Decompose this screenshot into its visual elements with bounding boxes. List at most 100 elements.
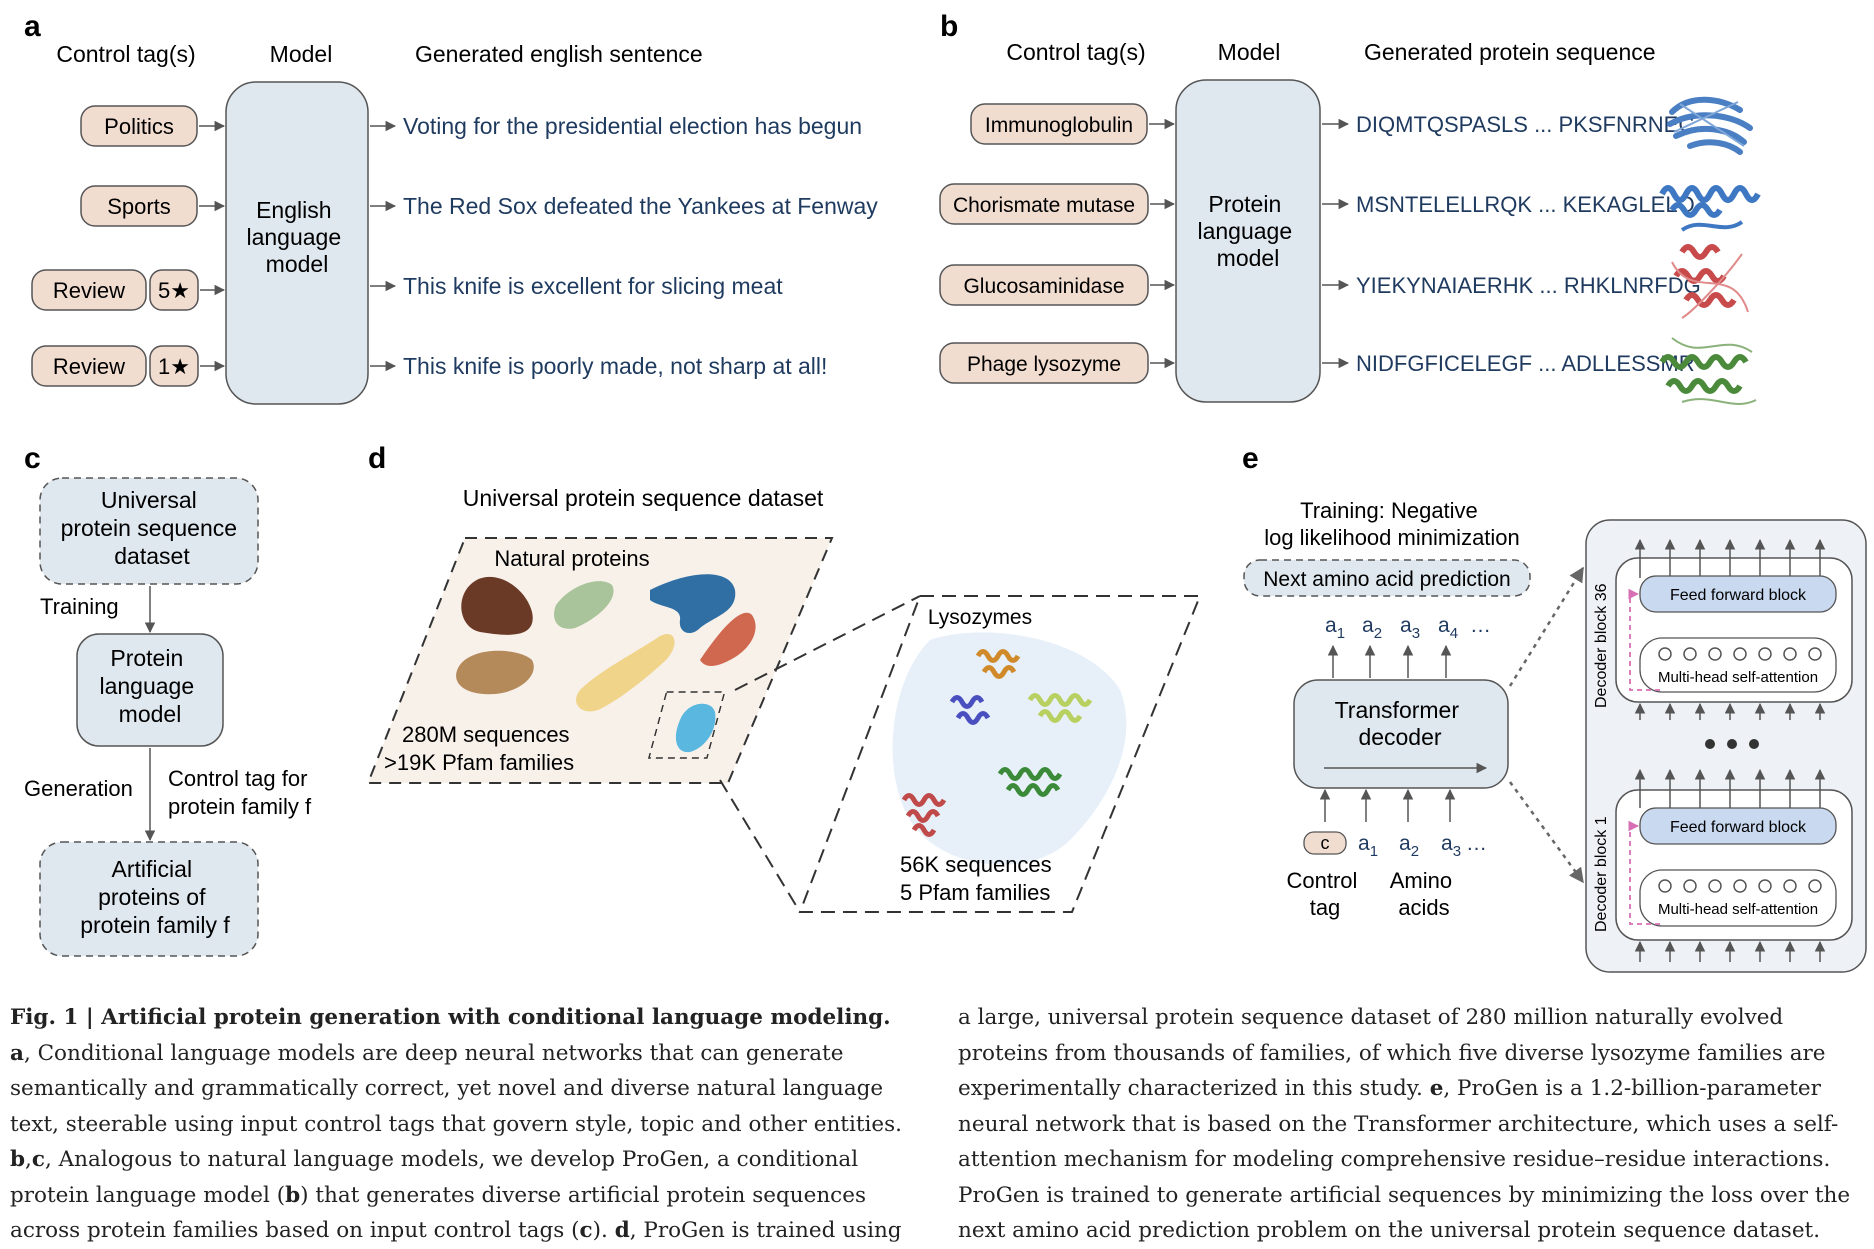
output-sentence-1: Voting for the presidential election has… — [403, 113, 862, 139]
lysozyme-structure-4 — [997, 767, 1063, 797]
sequence-4: NIDFGFICELEGF ... ADLLESSMR — [1356, 351, 1695, 376]
attention-nodes-1 — [1658, 879, 1822, 893]
protein-blob-7 — [675, 703, 716, 753]
sequence-2: MSNTELELLRQK ... KEKAGLELQ — [1356, 192, 1695, 217]
block-1-arrows — [1634, 768, 1826, 962]
tag-politics — [80, 105, 198, 147]
protein-model-box — [1175, 79, 1321, 403]
caption-text: , ProGen is a 1.2-billion-parameter neur… — [958, 1076, 1851, 1243]
natural-proteins-label: Natural proteins — [494, 546, 649, 571]
generation-label-c: Generation — [24, 776, 133, 801]
decoder-block-1-label: Decoder block 1 — [1593, 816, 1610, 932]
english-model-box — [225, 81, 369, 405]
lysozyme-region — [892, 632, 1127, 865]
ffn-block-36 — [1639, 575, 1837, 613]
caption-ref: c — [579, 1218, 593, 1243]
panel-letter-c: c — [24, 442, 41, 475]
sequence-1: DIQMTQSPASLS ... PKSFNRNEC — [1356, 112, 1694, 137]
block-36-top-arrows — [1634, 538, 1826, 720]
protein-model-label-c: Protein language model — [99, 645, 200, 727]
sequence-3: YIEKYNAIAERHK ... RHKLNRFDG — [1356, 273, 1701, 298]
panel-letter-e: e — [1242, 442, 1259, 475]
input-token-ellipsis: … — [1466, 832, 1487, 855]
caption-text: ) that generates diverse artificial prot… — [10, 1182, 866, 1244]
dataset-title-d: Universal protein sequence dataset — [463, 485, 824, 511]
tag-politics-label: Politics — [104, 114, 174, 139]
lysozyme-structure-1 — [975, 649, 1021, 679]
header-output-a: Generated english sentence — [415, 41, 703, 67]
tag-immunoglobulin — [970, 103, 1148, 145]
next-amino-acid-label: Next amino acid prediction — [1263, 568, 1510, 591]
figure-diagram: a Control tag(s) Model Generated english… — [24, 10, 1867, 973]
input-token-a2: a2 — [1399, 832, 1419, 860]
caption-text: , Conditional language models are deep n… — [10, 1040, 902, 1137]
output-token-ellipsis: … — [1470, 614, 1491, 637]
ffn-block-1 — [1639, 807, 1837, 845]
protein-model-box-c — [76, 633, 224, 747]
sequence-count-d: 280M sequences — [402, 722, 570, 747]
output-token-a4: a4 — [1438, 614, 1458, 642]
block-ellipsis — [1705, 739, 1759, 749]
protein-blob-4 — [456, 650, 534, 695]
protein-structure-4 — [1659, 337, 1757, 405]
residual-path-36 — [1628, 588, 1660, 691]
protein-structure-2 — [1659, 185, 1761, 232]
panel-b: b Control tag(s) Model Generated protein… — [939, 10, 1761, 405]
tag-immunoglobulin-label: Immunoglobulin — [985, 114, 1133, 137]
rating-1-label: 1★ — [158, 354, 190, 379]
output-token-a1: a1 — [1325, 614, 1345, 642]
tag-glucosaminidase — [939, 264, 1149, 306]
tag-review-1 — [31, 345, 147, 387]
tag-phage-lysozyme-label: Phage lysozyme — [967, 353, 1121, 376]
caption-ref: a — [10, 1040, 24, 1066]
output-sentence-4: This knife is poorly made, not sharp at … — [403, 353, 827, 379]
family-count-d: >19K Pfam families — [384, 750, 574, 775]
ffn-block-36-label: Feed forward block — [1670, 587, 1807, 604]
control-tag-chip-label: c — [1321, 833, 1330, 853]
control-tag-chip — [1303, 831, 1347, 855]
lysozyme-structure-3 — [1027, 693, 1093, 723]
caption-text: , — [25, 1147, 32, 1172]
caption-ref: b — [10, 1147, 26, 1172]
tag-phage-lysozyme — [939, 342, 1149, 384]
tag-sports — [80, 185, 198, 227]
panel-c: c Universal protein sequence dataset Tra… — [24, 442, 314, 957]
tag-chorismate-mutase-label: Chorismate mutase — [953, 194, 1135, 217]
lysozymes-label: Lysozymes — [928, 606, 1032, 629]
caption-text: , ProGen is trained using — [629, 1218, 902, 1243]
panel-d: d Universal protein sequence dataset Nat… — [366, 442, 1202, 913]
caption-text: a large, universal protein sequence data… — [958, 1005, 1826, 1101]
caption-left-column: Fig. 1 | Artificial protein generation w… — [10, 1000, 915, 1249]
zoom-connector — [1508, 781, 1585, 884]
protein-model-label: Protein language model — [1197, 191, 1298, 271]
universal-dataset-box — [39, 477, 259, 585]
lysozyme-structure-5 — [901, 793, 947, 837]
transformer-decoder-box — [1293, 679, 1509, 789]
input-token-a3: a3 — [1441, 832, 1461, 860]
rating-5 — [149, 269, 199, 311]
artificial-proteins-box — [39, 841, 259, 957]
mhsa-block-1-label: Multi-head self-attention — [1658, 901, 1818, 918]
tag-sports-label: Sports — [107, 194, 171, 219]
control-tag-label-c: Control tag for protein family f — [168, 766, 314, 819]
input-token-a1: a1 — [1358, 832, 1378, 860]
training-objective-label: Training: Negative log likelihood minimi… — [1264, 498, 1520, 550]
transformer-decoder-label: Transformer decoder — [1335, 697, 1466, 750]
artificial-proteins-label: Artificial proteins of protein family f — [80, 856, 230, 938]
panel-e: e Training: Negative log likelihood mini… — [1242, 442, 1867, 973]
protein-structure-1 — [1667, 96, 1753, 155]
rating-1 — [149, 345, 199, 387]
english-model-label: English language model — [246, 197, 347, 277]
caption-ref: e — [1429, 1076, 1444, 1101]
tag-review-1-label: Review — [53, 354, 125, 379]
protein-blob-2 — [554, 581, 614, 629]
caption-right-column: a large, universal protein sequence data… — [958, 1000, 1863, 1249]
output-sentence-3: This knife is excellent for slicing meat — [403, 273, 783, 299]
amino-acids-label: Amino acids — [1390, 868, 1458, 920]
lysozyme-plane — [798, 595, 1202, 913]
header-model-b: Model — [1218, 39, 1281, 65]
caption-ref: d — [614, 1218, 630, 1243]
protein-blob-1 — [461, 576, 533, 635]
panel-letter-d: d — [368, 442, 386, 475]
training-label-c: Training — [40, 594, 119, 619]
